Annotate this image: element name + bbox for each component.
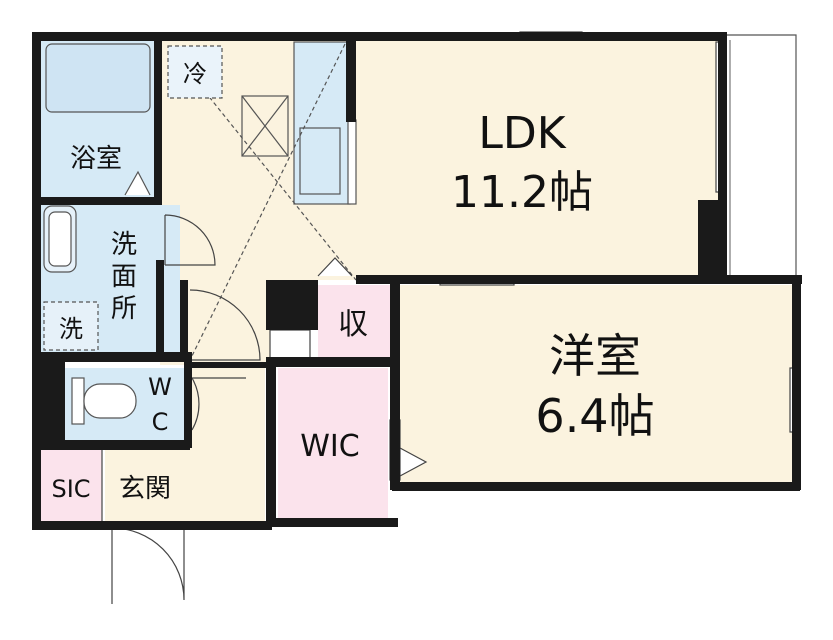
fridge-space (167, 45, 223, 99)
wc-door-swing (191, 377, 246, 431)
walls (32, 32, 802, 530)
washroom-name-1: 洗 (111, 230, 137, 260)
labels: LDK 11.2帖 洋室 6.4帖 浴室 洗 面 所 洗 冷 収 W C WIC… (51, 60, 654, 504)
wall-left-lower (32, 445, 41, 530)
washroom-name-2: 面 (111, 262, 137, 292)
wall-wash-bottom (32, 352, 192, 362)
wall-kitchen-top (346, 32, 356, 122)
washer-space (43, 301, 99, 351)
floor-fills (40, 40, 792, 522)
wall-bottom-entrance (32, 521, 272, 530)
washroom-door-swing (164, 214, 216, 266)
wall-left-wc (32, 360, 65, 450)
sic-label: SIC (51, 475, 90, 503)
dashed-line-2 (189, 43, 346, 361)
wic-floor (278, 368, 388, 518)
wall-corridor (188, 362, 274, 368)
wall-wash-right (156, 260, 164, 360)
washroom-name-3: 所 (111, 294, 137, 324)
wall-storage-bottom (266, 357, 396, 367)
wall-top (32, 32, 727, 41)
hall-door-swing (189, 289, 261, 361)
bath-door-marker (124, 170, 151, 196)
wall-ldk-bottom (356, 275, 802, 284)
wall-wic-left (266, 360, 276, 525)
kitchen-wall-strip (347, 119, 357, 205)
western-door-marker (399, 447, 428, 477)
washbasin-inner (48, 211, 72, 267)
ldk-size: 11.2帖 (451, 167, 593, 218)
wc-label-w: W (148, 373, 172, 401)
wall-left-upper (32, 32, 41, 352)
wall-right-western (792, 280, 801, 490)
wall-bath-right (154, 32, 162, 202)
ldk-door-marker (317, 257, 353, 277)
wall-wc-right (184, 362, 192, 448)
wall-bath-bottom (32, 197, 162, 205)
wic-label: WIC (300, 429, 359, 464)
storage-step (269, 329, 311, 361)
entrance-label: 玄関 (119, 474, 171, 504)
wall-bottom-western (392, 482, 800, 491)
bathtub (45, 43, 151, 113)
kitchen-sink (299, 127, 341, 195)
washer-label: 洗 (59, 315, 83, 343)
wall-bottom-wic (266, 518, 398, 527)
western-floor (400, 285, 792, 485)
corridor-floor (185, 365, 265, 522)
wc-label-c: C (152, 408, 169, 436)
entrance-floor (105, 450, 185, 522)
wall-wc-bottom (60, 440, 190, 450)
toilet-bowl (83, 383, 137, 419)
sic-floor (40, 450, 102, 522)
ldk-name: LDK (478, 108, 566, 159)
wall-storage-right (390, 280, 400, 490)
western-name: 洋室 (549, 329, 641, 383)
toilet-tank (71, 377, 85, 425)
balcony-outline (726, 34, 797, 281)
western-size: 6.4帖 (535, 389, 654, 443)
range-hood (241, 95, 289, 157)
wall-storage-left (266, 280, 318, 330)
fridge-label: 冷 (183, 60, 207, 88)
storage-label: 収 (338, 307, 368, 342)
wall-pillar-ldk (698, 200, 726, 280)
wall-wash-right2 (180, 280, 188, 360)
wall-ldk-right (718, 32, 727, 282)
storage-floor (318, 285, 390, 357)
entrance-door-swing (111, 527, 185, 604)
bath-name: 浴室 (70, 144, 122, 174)
